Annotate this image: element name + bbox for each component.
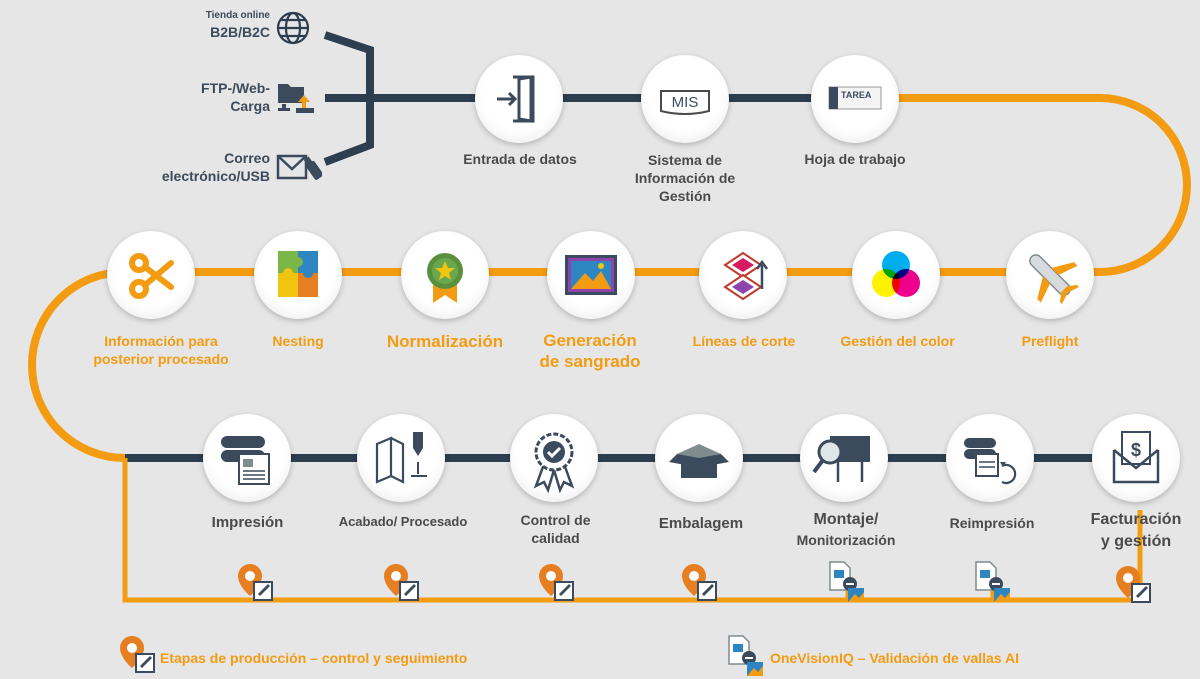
label-impresion: Impresión bbox=[211, 514, 284, 531]
circle-sangrado bbox=[547, 231, 635, 319]
circle-montaje bbox=[800, 414, 888, 502]
source-ftp-label-1: FTP-/Web- bbox=[201, 80, 270, 96]
label-info-1: Información para bbox=[104, 333, 218, 349]
source-shop-small-label: Tienda online bbox=[205, 10, 270, 21]
label-facturacion-1: Facturación bbox=[1090, 511, 1182, 528]
label-montaje-2: Monitorización bbox=[796, 532, 896, 548]
box-icon bbox=[669, 444, 729, 478]
mis-icon-text: MIS bbox=[671, 94, 699, 111]
source-ftp-label-2: Carga bbox=[230, 98, 270, 114]
tracking-pin-icon bbox=[539, 564, 574, 601]
circle-control-calidad bbox=[510, 414, 598, 502]
legend-tracking-pin-icon bbox=[120, 636, 155, 673]
circle-embalagem bbox=[655, 414, 743, 502]
quality-seal-icon bbox=[533, 432, 575, 494]
tracking-pin-icon bbox=[384, 564, 419, 601]
print-rolls-icon bbox=[221, 436, 270, 485]
invoice-envelope-icon: $ bbox=[1112, 431, 1160, 484]
reprint-icon bbox=[964, 438, 1017, 485]
label-normalizacion: Normalización bbox=[386, 332, 504, 351]
label-lineas-corte: Líneas de corte bbox=[692, 333, 796, 349]
label-nesting: Nesting bbox=[272, 333, 324, 349]
circle-entrada-datos bbox=[475, 55, 563, 143]
label-info-2: posterior procesado bbox=[93, 351, 229, 367]
door-enter-icon bbox=[497, 75, 535, 123]
cut-lines-icon bbox=[723, 251, 769, 301]
circle-info-procesado bbox=[107, 231, 195, 319]
circle-mis: MIS bbox=[641, 55, 729, 143]
circle-lineas-corte bbox=[699, 231, 787, 319]
label-acabado: Acabado/ Procesado bbox=[338, 514, 468, 529]
badge-star-icon bbox=[427, 253, 463, 303]
label-hoja-trabajo: Hoja de trabajo bbox=[804, 151, 906, 167]
svg-text:$: $ bbox=[1131, 440, 1141, 460]
circle-impresion bbox=[203, 414, 291, 502]
source-shop-label: B2B/B2C bbox=[210, 24, 270, 40]
finishing-icon bbox=[375, 432, 427, 484]
scissors-icon bbox=[129, 253, 174, 299]
label-mis-1: Sistema de bbox=[648, 152, 722, 168]
mail-usb-icon bbox=[276, 154, 322, 180]
legend-onevision-label: OneVisionIQ – Validación de vallas AI bbox=[770, 650, 1019, 666]
mis-database-icon bbox=[660, 90, 710, 115]
label-sangrado-1: Generación bbox=[543, 331, 637, 350]
tracking-pin-icon bbox=[1116, 566, 1151, 603]
label-mis-3: Gestión bbox=[658, 188, 712, 204]
label-embalagem: Embalagem bbox=[658, 515, 744, 532]
source-mail-label-2: electrónico/USB bbox=[161, 168, 270, 184]
label-facturacion-2: y gestión bbox=[1100, 533, 1172, 550]
circle-facturacion: $ bbox=[1092, 414, 1180, 502]
circle-nesting bbox=[254, 231, 342, 319]
puzzle-icon bbox=[278, 251, 318, 297]
circle-acabado bbox=[357, 414, 445, 502]
task-sheet-icon bbox=[828, 86, 882, 110]
bleed-image-icon bbox=[565, 255, 617, 295]
folder-upload-icon bbox=[278, 84, 314, 113]
label-preflight: Preflight bbox=[1021, 333, 1079, 349]
validation-doc-icon bbox=[975, 561, 1010, 602]
label-mis-2: Información de bbox=[634, 170, 736, 186]
circle-normalizacion bbox=[401, 231, 489, 319]
label-gestion-color: Gestión del color bbox=[840, 333, 955, 349]
source-mail-label-1: Correo bbox=[224, 150, 270, 166]
validation-doc-icon bbox=[829, 561, 864, 602]
tracking-pin-icon bbox=[682, 564, 717, 601]
circle-reimpresion bbox=[946, 414, 1034, 502]
legend-etapas-label: Etapas de producción – control y seguimi… bbox=[160, 650, 468, 666]
circle-gestion-color bbox=[852, 231, 940, 319]
label-control-1: Control de bbox=[520, 512, 591, 528]
label-sangrado-2: de sangrado bbox=[539, 352, 641, 371]
label-entrada-datos: Entrada de datos bbox=[463, 151, 577, 167]
label-control-2: calidad bbox=[531, 530, 580, 546]
legend-validation-doc-icon bbox=[728, 635, 763, 676]
label-reimpresion: Reimpresión bbox=[949, 515, 1035, 531]
globe-icon bbox=[276, 11, 310, 45]
color-wheel-icon bbox=[872, 251, 920, 297]
billboard-magnifier-icon bbox=[812, 436, 870, 482]
circle-preflight bbox=[1006, 231, 1094, 319]
tracking-pin-icon bbox=[238, 564, 273, 601]
airplane-icon bbox=[1029, 254, 1079, 304]
circle-hoja-trabajo: TAREA bbox=[811, 55, 899, 143]
tarea-icon-text: TAREA bbox=[841, 90, 872, 100]
label-montaje-1: Montaje/ bbox=[813, 511, 879, 528]
